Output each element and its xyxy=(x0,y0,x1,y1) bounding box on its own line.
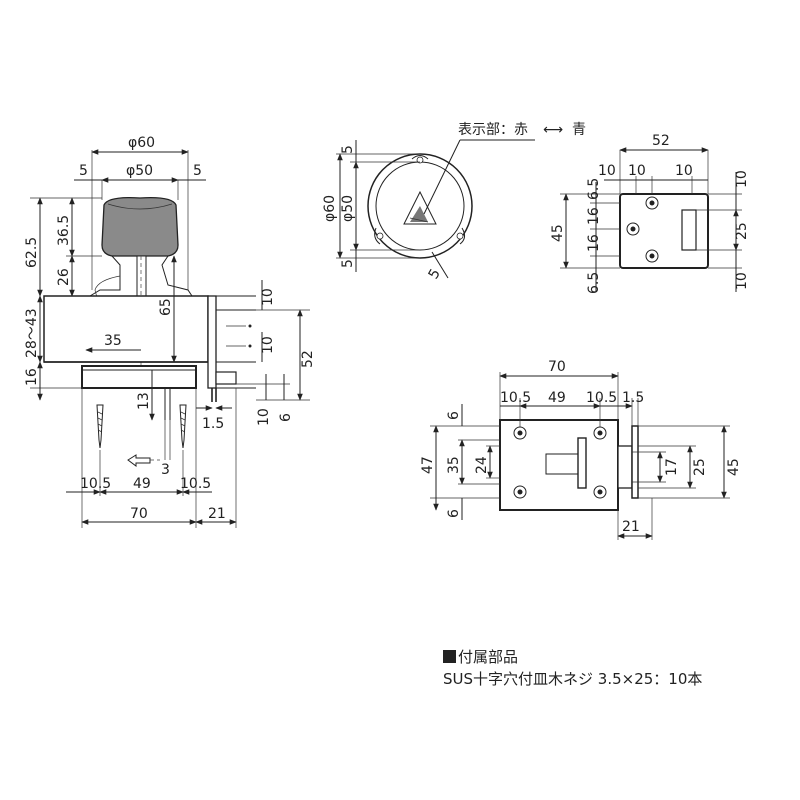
strike-dim-10-a: 10 xyxy=(598,163,616,179)
knob-dim-5-bottom: 5 xyxy=(340,259,356,268)
bottom-dim-17: 17 xyxy=(664,458,680,476)
bottom-dim-49: 49 xyxy=(548,390,566,406)
front-dim-phi50: φ50 xyxy=(126,163,153,179)
front-dim-3: 3 xyxy=(161,462,170,478)
bottom-dim-21: 21 xyxy=(622,519,640,535)
front-dim-26: 26 xyxy=(56,268,72,286)
bottom-dim-24: 24 xyxy=(474,456,490,474)
front-dim-49: 49 xyxy=(133,476,151,492)
front-dim-28-43: 28〜43 xyxy=(24,308,40,358)
indicator-label: 表示部：赤 xyxy=(458,122,528,138)
front-dim-21: 21 xyxy=(208,506,226,522)
strike-dim-25: 25 xyxy=(734,222,750,240)
front-dim-62-5: 62.5 xyxy=(24,237,40,268)
bottom-dim-70: 70 xyxy=(548,359,566,375)
screw-right xyxy=(179,404,187,449)
front-dim-36-5: 36.5 xyxy=(56,215,72,246)
indicator-arrow-icon: ⟷ xyxy=(543,122,563,138)
strike-dim-10-c: 10 xyxy=(675,163,693,179)
knob-view: 表示部：赤 ⟷ 青 φ60 φ50 5 5 5 xyxy=(322,122,586,282)
bottom-dim-1-5: 1.5 xyxy=(622,390,644,406)
strike-dim-6-5-bottom: 6.5 xyxy=(586,272,602,294)
front-dim-13: 13 xyxy=(136,392,152,410)
strike-dim-6-5-top: 6.5 xyxy=(586,178,602,200)
knob-shape xyxy=(101,197,179,257)
bottom-dim-6-top: 6 xyxy=(446,411,462,420)
square-bullet-icon xyxy=(443,650,456,663)
bottom-dim-10-5-left: 10.5 xyxy=(500,390,531,406)
front-dim-6: 6 xyxy=(278,413,294,422)
knob-dim-phi60: φ60 xyxy=(322,195,338,222)
knob-dim-5-diag: 5 xyxy=(426,266,444,282)
strike-dim-10-right-top: 10 xyxy=(734,170,750,188)
front-dim-10-top: 10 xyxy=(260,288,276,306)
screw-left xyxy=(96,404,104,449)
front-dim-1-5: 1.5 xyxy=(202,416,224,432)
front-dim-10-5-right: 10.5 xyxy=(180,476,211,492)
knob-dim-5-top: 5 xyxy=(340,145,356,154)
front-dim-65: 65 xyxy=(158,298,174,316)
front-dim-phi60: φ60 xyxy=(128,135,155,151)
front-dim-10-bottom: 10 xyxy=(256,408,272,426)
front-dim-10-mid: 10 xyxy=(260,336,276,354)
strike-dim-10-right-bottom: 10 xyxy=(734,272,750,290)
accessories-title: 付属部品 xyxy=(443,646,518,667)
knob-dim-phi50: φ50 xyxy=(340,195,356,222)
front-dim-5-right: 5 xyxy=(193,163,202,179)
strike-view: 52 10 10 10 6.5 45 16 16 6.5 10 25 10 xyxy=(550,133,750,294)
bottom-dim-6-bottom: 6 xyxy=(446,509,462,518)
bottom-dim-45: 45 xyxy=(726,458,742,476)
strike-dim-16-a: 16 xyxy=(586,207,602,225)
front-view: φ60 φ50 5 5 xyxy=(24,135,316,528)
front-dim-52: 52 xyxy=(300,350,316,368)
strike-dim-16-b: 16 xyxy=(586,234,602,252)
accessories-body: SUS十字穴付皿木ネジ 3.5×25：10本 xyxy=(443,670,703,688)
front-dim-35: 35 xyxy=(104,333,122,349)
accessories-title-text: 付属部品 xyxy=(458,648,519,666)
front-body xyxy=(43,295,209,363)
front-dim-10-5-left: 10.5 xyxy=(80,476,111,492)
bottom-dim-25: 25 xyxy=(692,458,708,476)
strike-dim-52: 52 xyxy=(652,133,670,149)
bottom-dim-35: 35 xyxy=(446,456,462,474)
indicator-label-blue: 青 xyxy=(572,122,586,138)
bottom-dim-10-5-right: 10.5 xyxy=(586,390,617,406)
bottom-dim-47: 47 xyxy=(420,456,436,474)
direction-arrow-icon xyxy=(127,454,151,467)
front-dim-70: 70 xyxy=(130,506,148,522)
strike-dim-10-b: 10 xyxy=(628,163,646,179)
front-dim-5-left: 5 xyxy=(79,163,88,179)
strike-dim-45: 45 xyxy=(550,224,566,242)
front-dim-16: 16 xyxy=(24,368,40,386)
bottom-view: 70 10.5 49 10.5 1.5 6 47 35 24 6 xyxy=(420,359,742,540)
